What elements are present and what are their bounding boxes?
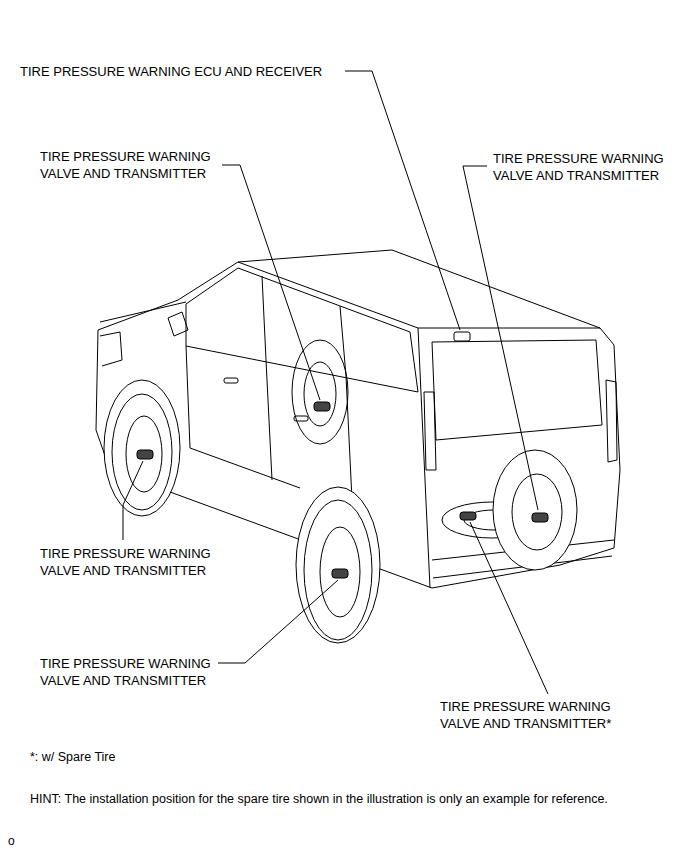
footnote: *: w/ Spare Tire: [30, 749, 115, 766]
part-label: TIRE PRESSURE WARNING VALVE AND TRANSMIT…: [40, 545, 225, 579]
part-label: TIRE PRESSURE WARNING VALVE AND TRANSMIT…: [40, 148, 225, 182]
part-label: TIRE PRESSURE WARNING VALVE AND TRANSMIT…: [440, 698, 630, 732]
part-label: TIRE PRESSURE WARNING ECU AND RECEIVER: [20, 63, 322, 80]
page-mark: o: [8, 833, 15, 850]
hint-note: HINT: The installation position for the …: [30, 791, 608, 808]
leader-lines: [123, 71, 548, 694]
part-label: TIRE PRESSURE WARNING VALVE AND TRANSMIT…: [493, 150, 678, 184]
part-label: TIRE PRESSURE WARNING VALVE AND TRANSMIT…: [40, 655, 225, 689]
